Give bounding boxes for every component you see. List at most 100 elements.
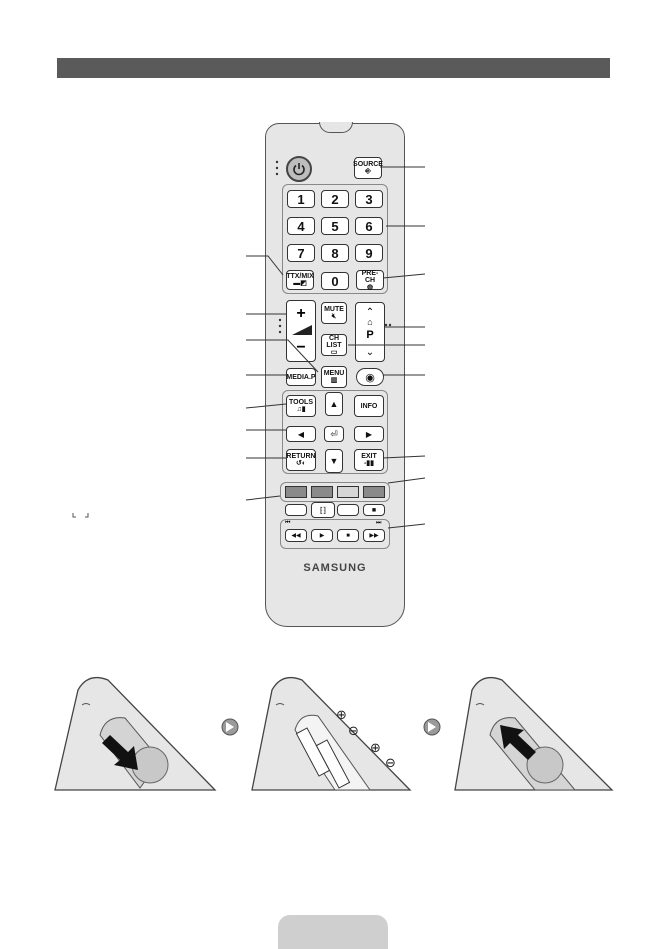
ttx-mix-button[interactable]: TTX/MIX ▬◩	[286, 270, 314, 290]
channel-up-icon: ⌃	[365, 307, 375, 318]
power-button[interactable]	[286, 156, 312, 182]
focus-icon: ⁅⁆	[319, 505, 327, 515]
left-arrow-button[interactable]: ◀	[286, 426, 316, 442]
tools-icon: ♫▮	[296, 406, 306, 413]
number-button-3[interactable]: 3	[355, 190, 383, 208]
green-key-button[interactable]	[311, 486, 333, 498]
menu-label: MENU	[323, 370, 345, 377]
channel-rocker[interactable]: ⌃ ⌂ P ⌄	[355, 302, 385, 362]
down-arrow-icon: ▼	[329, 456, 339, 466]
right-arrow-button[interactable]: ▶	[354, 426, 384, 442]
callout-exit	[382, 455, 426, 459]
battery-minus-symbol-1: ⊖	[348, 724, 359, 739]
play-icon: ▶	[319, 533, 325, 539]
stop-key-button[interactable]: ■	[363, 504, 385, 516]
left-arrow-icon: ◀	[297, 429, 305, 439]
stop-square-icon: ■	[346, 532, 350, 539]
number-button-4[interactable]: 4	[287, 217, 315, 235]
volume-ramp-icon	[292, 325, 312, 335]
page-tab-marker	[278, 915, 388, 949]
battery-step-1	[54, 676, 217, 791]
function-button-c[interactable]	[337, 504, 359, 516]
power-icon	[293, 163, 305, 176]
next-step-arrow-2	[423, 718, 441, 736]
channel-list-button[interactable]: CH LIST ▭	[321, 334, 347, 356]
callout-lines	[245, 166, 426, 529]
mute-icon: 🔇︎	[331, 313, 337, 320]
callout-playback	[387, 523, 426, 529]
chlist-label: CH LIST	[326, 334, 342, 349]
callout-menu	[246, 339, 319, 373]
stop-icon: ■	[371, 506, 377, 514]
battery-minus-symbol-2: ⊖	[385, 756, 396, 771]
tools-label: TOOLS	[289, 399, 313, 406]
color-keys-group	[280, 482, 390, 502]
battery-plus-symbol-1: ⊕	[336, 708, 347, 723]
source-button[interactable]: SOURCE ⎆	[353, 157, 383, 179]
yellow-key-button[interactable]	[337, 486, 359, 498]
channel-label: P	[366, 329, 374, 341]
mute-label: MUTE	[324, 306, 344, 313]
right-arrow-icon: ▶	[365, 429, 373, 439]
up-arrow-button[interactable]: ▲	[325, 392, 343, 416]
blue-key-button[interactable]	[363, 486, 385, 498]
guide-button[interactable]: ◉	[356, 368, 384, 386]
number-button-8[interactable]: 8	[321, 244, 349, 262]
function-button-b[interactable]: ⁅⁆	[311, 502, 335, 518]
number-button-7[interactable]: 7	[287, 244, 315, 262]
stop-button[interactable]: ■	[337, 529, 359, 542]
exit-button[interactable]: EXIT -▮▮	[354, 449, 384, 471]
brand-logo: SAMSUNG	[303, 562, 367, 574]
small-bracket-mark	[72, 513, 89, 518]
indicator-dots	[275, 160, 392, 334]
enter-icon: ⏎	[330, 428, 338, 439]
playback-group	[280, 519, 390, 549]
volume-down-label: −	[296, 339, 306, 356]
navigation-cluster	[282, 390, 388, 474]
red-key-button[interactable]	[285, 486, 307, 498]
guide-icon: ◉	[365, 371, 375, 384]
menu-button[interactable]: MENU ▥	[321, 366, 347, 388]
home-icon: ⌂	[367, 317, 373, 327]
channel-down-icon: ⌄	[365, 347, 375, 358]
next-step-arrow-1	[221, 718, 239, 736]
down-arrow-button[interactable]: ▼	[325, 449, 343, 473]
rewind-button[interactable]: ◀◀	[285, 529, 307, 542]
enter-button[interactable]: ⏎	[324, 426, 344, 442]
chlist-icon: ▭	[330, 348, 338, 356]
return-button[interactable]: RETURN ↺◐	[286, 449, 316, 471]
media-p-button[interactable]: MEDIA.P	[286, 368, 316, 386]
prech-label: PRE-CH	[361, 269, 379, 284]
number-button-1[interactable]: 1	[287, 190, 315, 208]
return-label: RETURN	[286, 453, 316, 460]
number-keypad	[282, 184, 388, 294]
battery-step-2	[251, 676, 412, 791]
info-button[interactable]: INFO	[354, 395, 384, 417]
number-button-5[interactable]: 5	[321, 217, 349, 235]
callout-color-keys	[387, 477, 426, 484]
battery-plus-symbol-2: ⊕	[370, 741, 381, 756]
skip-forward-icon: ⏭	[376, 520, 382, 526]
source-label: SOURCE	[353, 161, 383, 168]
exit-label: EXIT	[361, 453, 377, 460]
tools-button[interactable]: TOOLS ♫▮	[286, 395, 316, 417]
return-icon: ↺◐	[295, 460, 307, 467]
prech-button[interactable]: PRE-CH ◍	[356, 269, 384, 291]
mute-button[interactable]: MUTE 🔇︎	[321, 302, 347, 324]
volume-up-label: +	[296, 305, 306, 322]
fast-forward-icon: ▶▶	[369, 533, 379, 539]
function-button-a[interactable]	[285, 504, 307, 516]
callout-function	[245, 495, 281, 501]
number-button-2[interactable]: 2	[321, 190, 349, 208]
volume-rocker[interactable]: + −	[286, 300, 316, 362]
number-button-9[interactable]: 9	[355, 244, 383, 262]
play-button[interactable]: ▶	[311, 529, 333, 542]
ttx-icon: ▬◩	[293, 280, 307, 287]
number-button-6[interactable]: 6	[355, 217, 383, 235]
battery-step-3	[454, 676, 614, 791]
prech-icon: ◍	[366, 283, 374, 291]
rewind-icon: ◀◀	[291, 533, 301, 539]
number-button-0[interactable]: 0	[321, 272, 349, 290]
fast-forward-button[interactable]: ▶▶	[363, 529, 385, 542]
